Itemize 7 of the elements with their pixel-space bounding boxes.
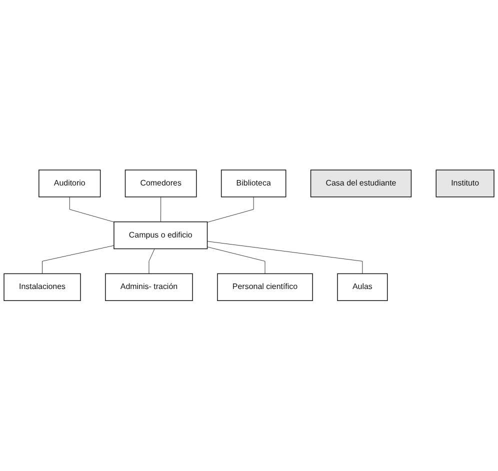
connector [207, 241, 363, 274]
connector [42, 245, 114, 274]
connector [207, 196, 254, 223]
connector [69, 196, 114, 222]
connector [148, 248, 155, 274]
connector [207, 246, 266, 274]
connector [160, 196, 162, 222]
